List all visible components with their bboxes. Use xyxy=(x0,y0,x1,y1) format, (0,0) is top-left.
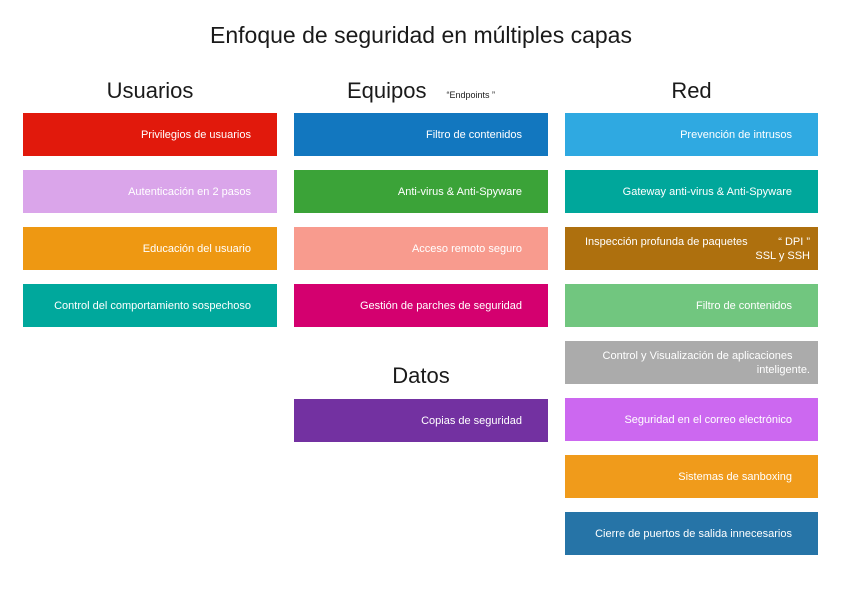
datos-header: Datos xyxy=(392,363,450,388)
red-blocks: Prevención de intrusos Gateway anti-viru… xyxy=(565,113,818,555)
block-label: Educación del usuario xyxy=(142,242,251,255)
block-label: Gestión de parches de seguridad xyxy=(359,299,522,312)
block-educacion-usuario: Educación del usuario xyxy=(23,227,277,270)
block-label: Filtro de contenidos xyxy=(426,128,522,141)
block-gestion-parches: Gestión de parches de seguridad xyxy=(294,284,548,327)
block-antivirus-antispyware: Anti-virus & Anti-Spyware xyxy=(294,170,548,213)
block-cierre-puertos: Cierre de puertos de salida innecesarios xyxy=(565,512,818,555)
datos-blocks: Copias de seguridad xyxy=(294,399,548,442)
block-inspeccion-profunda-paquetes: Inspección profunda de paquetes “ DPI ” … xyxy=(565,227,818,270)
block-label: Privilegios de usuarios xyxy=(140,128,251,141)
block-autenticacion-2-pasos: Autenticación en 2 pasos xyxy=(23,170,277,213)
block-privilegios-usuarios: Privilegios de usuarios xyxy=(23,113,277,156)
equipos-blocks: Filtro de contenidos Anti-virus & Anti-S… xyxy=(294,113,548,327)
block-label: Sistemas de sanboxing xyxy=(678,470,792,483)
equipos-header: Equipos “Endpoints ” xyxy=(294,78,548,113)
block-label: Seguridad en el correo electrónico xyxy=(624,413,792,426)
block-gateway-antivirus: Gateway anti-virus & Anti-Spyware xyxy=(565,170,818,213)
block-label: Control y Visualización de aplicaciones xyxy=(602,349,793,362)
usuarios-blocks: Privilegios de usuarios Autenticación en… xyxy=(23,113,277,327)
block-label: Autenticación en 2 pasos xyxy=(128,185,251,198)
block-line-dpi: Inspección profunda de paquetes “ DPI ” xyxy=(585,236,810,248)
red-column: Red Prevención de intrusos Gateway anti-… xyxy=(565,78,818,555)
block-prevencion-intrusos: Prevención de intrusos xyxy=(565,113,818,156)
block-control-comportamiento: Control del comportamiento sospechoso xyxy=(23,284,277,327)
block-label: Inspección profunda de paquetes xyxy=(585,235,748,248)
block-label: Copias de seguridad xyxy=(421,414,522,427)
block-control-visualizacion-apps: Control y Visualización de aplicaciones … xyxy=(565,341,818,384)
block-copias-seguridad: Copias de seguridad xyxy=(294,399,548,442)
block-seguridad-correo: Seguridad en el correo electrónico xyxy=(565,398,818,441)
block-label: Cierre de puertos de salida innecesarios xyxy=(595,527,792,540)
block-filtro-contenidos-equipos: Filtro de contenidos xyxy=(294,113,548,156)
block-label: Gateway anti-virus & Anti-Spyware xyxy=(622,185,792,198)
block-label: Anti-virus & Anti-Spyware xyxy=(397,185,522,198)
equipos-header-label: Equipos xyxy=(346,78,427,103)
red-header: Red xyxy=(671,78,712,103)
equipos-column: Equipos “Endpoints ” Filtro de contenido… xyxy=(294,78,548,442)
usuarios-header: Usuarios xyxy=(106,78,194,103)
block-label: Control del comportamiento sospechoso xyxy=(54,299,251,312)
usuarios-column: Usuarios Privilegios de usuarios Autenti… xyxy=(23,78,277,327)
block-label: Filtro de contenidos xyxy=(696,299,792,312)
block-filtro-contenidos-red: Filtro de contenidos xyxy=(565,284,818,327)
block-sistemas-sanboxing: Sistemas de sanboxing xyxy=(565,455,818,498)
block-label-ssl-ssh: SSL y SSH xyxy=(755,249,810,262)
block-label: Prevención de intrusos xyxy=(680,128,792,141)
block-label: Acceso remoto seguro xyxy=(411,242,522,255)
block-acceso-remoto-seguro: Acceso remoto seguro xyxy=(294,227,548,270)
page-title: Enfoque de seguridad en múltiples capas xyxy=(210,22,632,48)
equipos-endpoints-note: “Endpoints ” xyxy=(446,90,496,100)
block-label-dpi: “ DPI ” xyxy=(778,235,810,248)
block-label-inteligente: inteligente. xyxy=(756,363,810,376)
